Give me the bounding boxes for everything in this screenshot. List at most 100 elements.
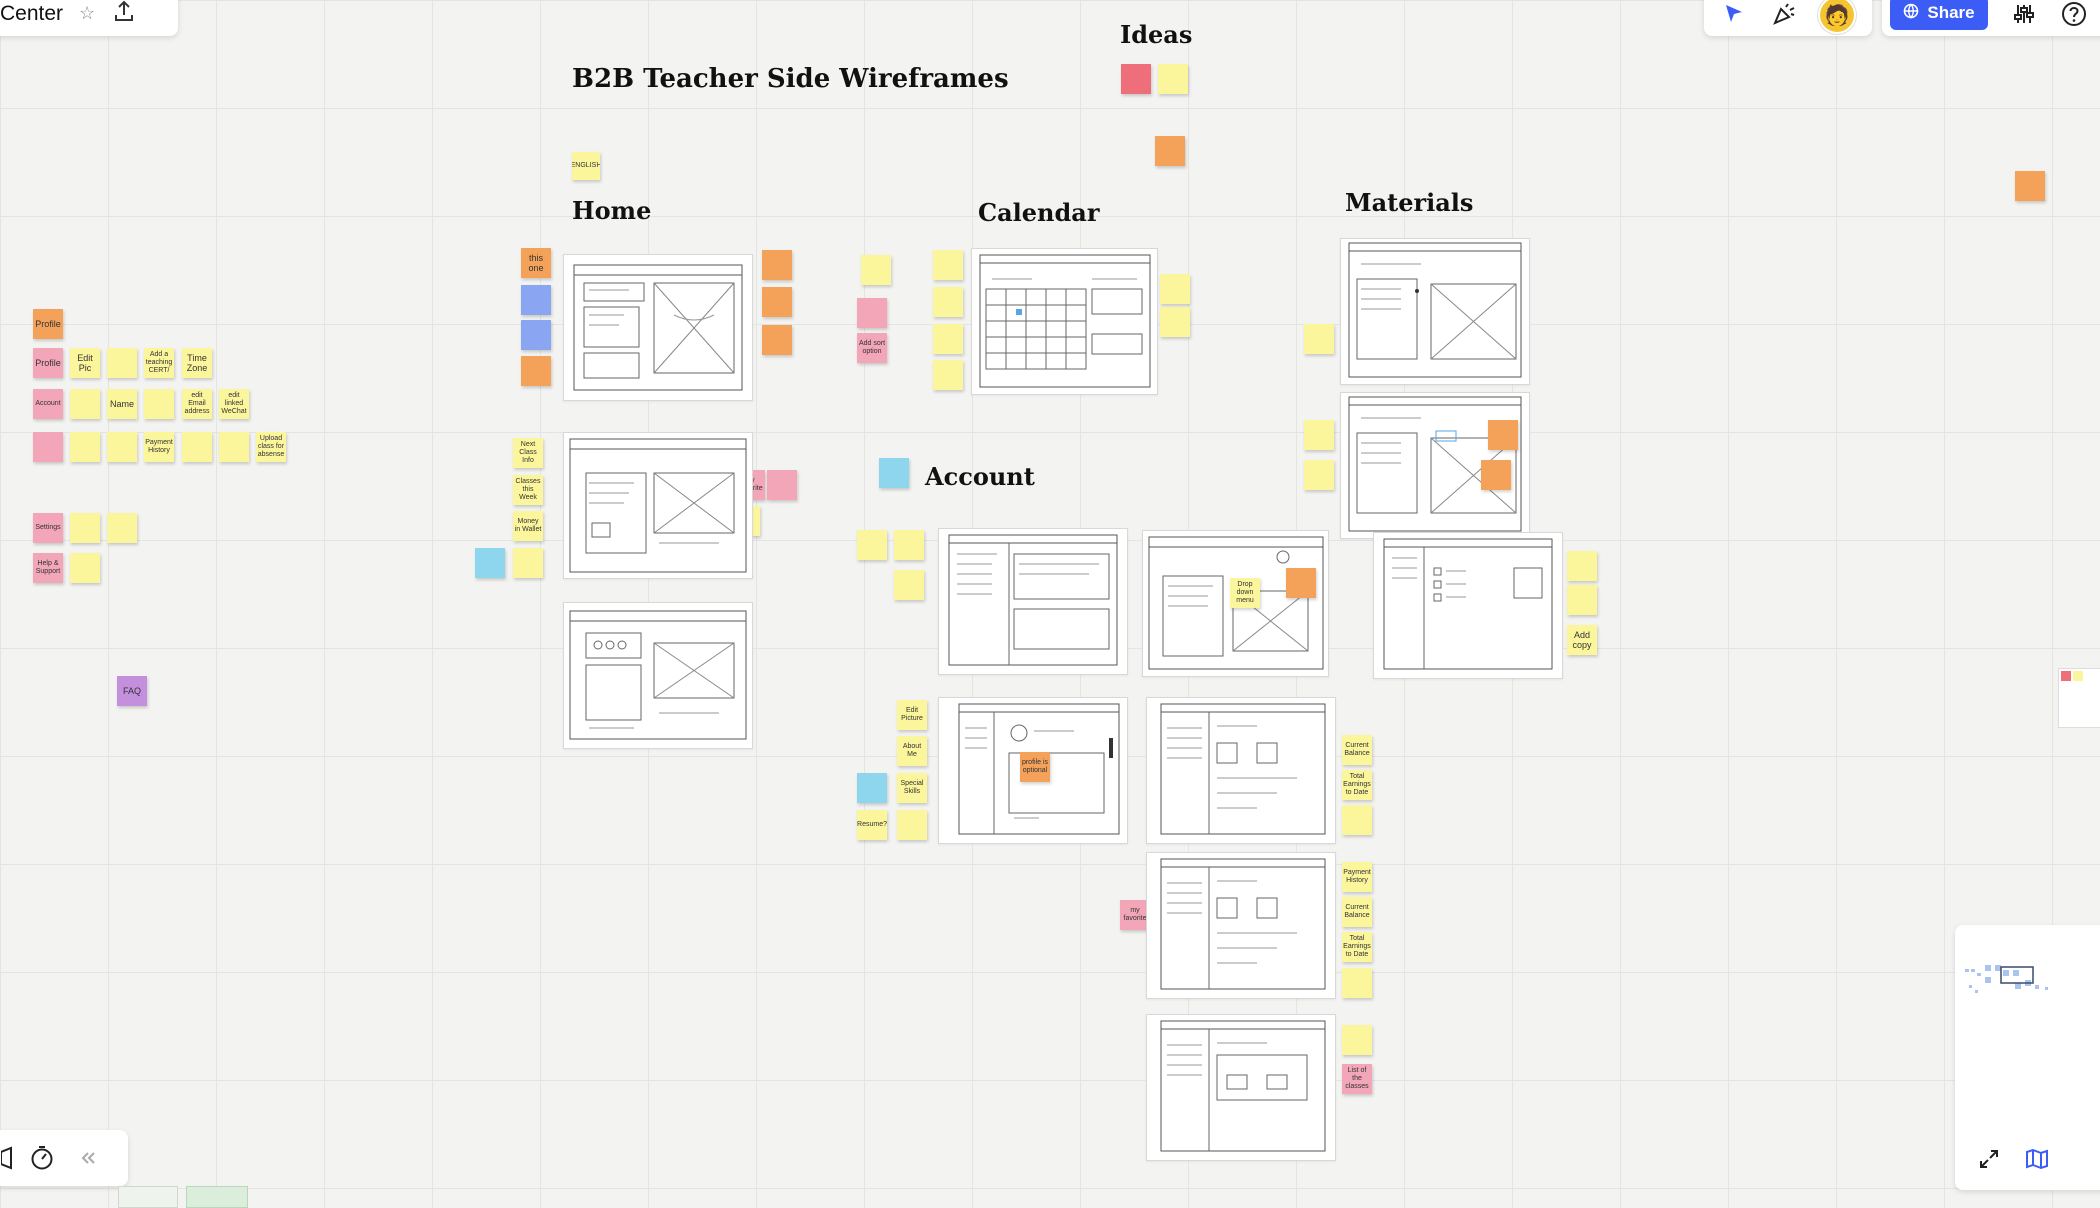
sticky-note[interactable] [861, 255, 891, 285]
sticky-note[interactable]: Time Zone [182, 348, 212, 378]
timer-icon[interactable] [28, 1144, 56, 1172]
sticky-note[interactable]: profile is optional [1020, 752, 1050, 782]
sticky-note[interactable]: List of the classes [1342, 1064, 1372, 1094]
sticky-note[interactable] [933, 287, 963, 317]
sticky-note[interactable]: About Me [897, 736, 927, 766]
sticky-note[interactable] [879, 458, 909, 488]
sticky-note[interactable] [107, 348, 137, 378]
sticky-note[interactable]: Help & Support [33, 553, 63, 583]
sticky-note[interactable] [762, 325, 792, 355]
sticky-note[interactable] [1304, 420, 1334, 450]
sticky-note[interactable]: edit Email address [182, 389, 212, 419]
wireframe-wallet-1[interactable] [1146, 697, 1336, 844]
wireframe-account-1[interactable] [938, 528, 1128, 675]
sticky-note[interactable] [857, 530, 887, 560]
sticky-note[interactable] [182, 432, 212, 462]
sticky-note[interactable]: Payment History [1342, 862, 1372, 892]
wireframe-account-3[interactable] [1373, 532, 1563, 679]
cursor-icon[interactable] [1720, 0, 1748, 28]
sticky-note[interactable] [1342, 805, 1372, 835]
wireframe-classes[interactable] [1146, 1014, 1336, 1161]
sticky-note[interactable] [1155, 136, 1185, 166]
sticky-note[interactable]: Total Earnings to Date [1342, 770, 1372, 800]
sticky-note[interactable] [894, 570, 924, 600]
partial-frame[interactable] [118, 1186, 178, 1208]
sticky-note[interactable] [70, 389, 100, 419]
celebrate-icon[interactable] [1770, 0, 1798, 28]
sticky-note[interactable]: Payment History [144, 432, 174, 462]
sticky-note[interactable] [1567, 585, 1597, 615]
sticky-note[interactable] [1488, 420, 1518, 450]
sticky-note[interactable] [933, 360, 963, 390]
sticky-note[interactable] [857, 773, 887, 803]
sticky-note[interactable] [70, 513, 100, 543]
sticky-note[interactable] [1342, 968, 1372, 998]
wireframe-wallet-2[interactable] [1146, 852, 1336, 999]
wireframe-materials-1[interactable] [1340, 238, 1530, 385]
star-icon[interactable]: ☆ [79, 3, 96, 23]
sticky-note[interactable]: Money in Wallet [513, 511, 543, 541]
partial-frame[interactable] [186, 1186, 248, 1208]
wireframe-account-profile[interactable] [938, 697, 1128, 844]
sticky-note[interactable] [33, 432, 63, 462]
sticky-note[interactable] [144, 389, 174, 419]
sticky-note[interactable]: Profile [33, 309, 63, 339]
sticky-note[interactable] [1342, 1025, 1372, 1055]
sticky-note[interactable] [1121, 64, 1151, 94]
sticky-note[interactable] [933, 250, 963, 280]
sticky-note[interactable] [1286, 568, 1316, 598]
share-button[interactable]: Share [1890, 0, 1988, 30]
sticky-note[interactable] [107, 513, 137, 543]
sticky-note[interactable] [1160, 307, 1190, 337]
sticky-note[interactable] [933, 324, 963, 354]
avatar[interactable]: 🧑 [1818, 0, 1856, 34]
wireframe-home-1[interactable] [563, 254, 753, 401]
sticky-note[interactable]: this one [521, 248, 551, 278]
minimap-panel[interactable] [1955, 925, 2100, 1190]
sticky-note[interactable] [521, 356, 551, 386]
board-title[interactable]: Center [0, 1, 64, 25]
help-icon[interactable] [2060, 0, 2088, 28]
sticky-note[interactable]: Settings [33, 513, 63, 543]
sticky-note[interactable] [1158, 64, 1188, 94]
sticky-note[interactable]: Account [33, 389, 63, 419]
sticky-note[interactable]: Profile [33, 348, 63, 378]
sticky-note[interactable]: Edit Picture [897, 700, 927, 730]
sticky-note[interactable] [1567, 551, 1597, 581]
sticky-note[interactable] [897, 810, 927, 840]
settings-sliders-icon[interactable] [2010, 0, 2038, 28]
export-icon[interactable] [111, 0, 137, 29]
sticky-note[interactable]: Add sort option [857, 333, 887, 363]
sticky-note[interactable] [70, 553, 100, 583]
wireframe-home-2[interactable] [563, 432, 753, 579]
sticky-note[interactable] [513, 548, 543, 578]
sticky-note[interactable] [857, 298, 887, 328]
sticky-note[interactable]: Resume? [857, 810, 887, 840]
wireframe-home-3[interactable] [563, 602, 753, 749]
sticky-note[interactable] [767, 470, 797, 500]
sticky-note[interactable] [521, 285, 551, 315]
sticky-note[interactable] [762, 250, 792, 280]
fullscreen-icon[interactable] [1975, 1145, 2003, 1173]
sticky-note[interactable] [521, 320, 551, 350]
offscreen-frame-preview[interactable] [2058, 668, 2100, 728]
sticky-note[interactable]: edit linked WeChat [219, 389, 249, 419]
sticky-note[interactable]: FAQ [117, 676, 147, 706]
sticky-note[interactable]: Add a teaching CERT/ [144, 348, 174, 378]
sticky-note[interactable]: Special Skills [897, 773, 927, 803]
sticky-note[interactable]: Edit Pic [70, 348, 100, 378]
sticky-note[interactable]: Current Balance [1342, 897, 1372, 927]
sticky-note[interactable] [475, 548, 505, 578]
sticky-note[interactable]: Upload class for absense [256, 432, 286, 462]
sticky-note[interactable]: Next Class Info [513, 438, 543, 468]
map-icon[interactable] [2023, 1145, 2051, 1173]
presentation-icon[interactable] [0, 1144, 16, 1172]
sticky-note[interactable]: Total Earnings to Date [1342, 932, 1372, 962]
sticky-note[interactable] [894, 530, 924, 560]
sticky-note[interactable]: Classes this Week [513, 475, 543, 505]
sticky-note[interactable]: Name [107, 389, 137, 419]
sticky-note[interactable]: ENGLISH [572, 152, 600, 180]
sticky-note[interactable]: my favorite [1120, 900, 1150, 930]
wireframe-calendar[interactable] [971, 248, 1158, 395]
sticky-note[interactable]: Drop down menu [1230, 578, 1260, 608]
